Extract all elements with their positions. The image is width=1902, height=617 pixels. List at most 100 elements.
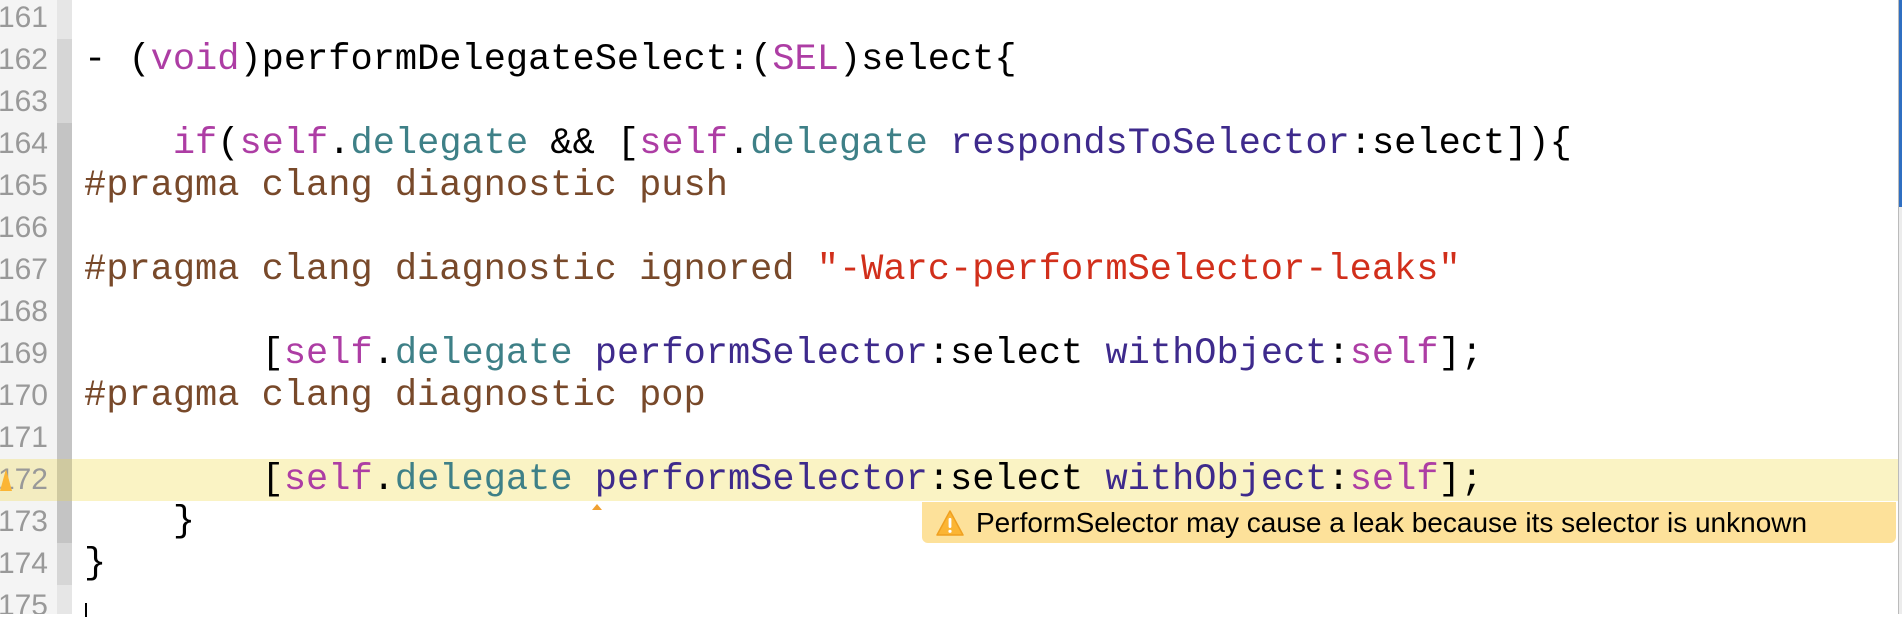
- code-token-plain: }: [84, 501, 196, 543]
- adjacent-panel-edge: [1898, 0, 1902, 614]
- line-gutter[interactable]: 168: [0, 291, 57, 333]
- warning-bubble[interactable]: PerformSelector may cause a leak because…: [922, 502, 1896, 543]
- line-gutter[interactable]: 166: [0, 207, 57, 249]
- code-token-plain: :select: [927, 459, 1106, 501]
- line-number: 169: [0, 337, 48, 370]
- code-line[interactable]: 162 - (void)performDelegateSelect:(SEL)se…: [0, 39, 1898, 81]
- code-token-plain: .: [328, 123, 351, 165]
- code-token-pp: #pragma clang diagnostic push: [84, 165, 728, 207]
- line-number: 164: [0, 127, 48, 160]
- line-code[interactable]: if(self.delegate && [self.delegate respo…: [84, 123, 1572, 165]
- warning-message: PerformSelector may cause a leak because…: [976, 506, 1808, 538]
- code-token-plain: [: [84, 459, 284, 501]
- code-fold-ribbon[interactable]: [57, 165, 72, 207]
- code-token-plain: :: [1327, 333, 1350, 375]
- code-token-prop: delegate: [394, 459, 573, 501]
- line-number: 163: [0, 85, 48, 118]
- line-gutter[interactable]: 172: [0, 459, 57, 501]
- code-fold-ribbon[interactable]: [57, 291, 72, 333]
- code-fold-ribbon[interactable]: [57, 123, 72, 165]
- code-token-self: self: [283, 459, 373, 501]
- line-gutter[interactable]: 171: [0, 417, 57, 459]
- line-gutter[interactable]: 165: [0, 165, 57, 207]
- code-token-meth: withObject: [1105, 459, 1328, 501]
- line-code[interactable]: #pragma clang diagnostic push: [84, 165, 728, 207]
- code-fold-ribbon[interactable]: [57, 501, 72, 543]
- line-gutter[interactable]: 164: [0, 123, 57, 165]
- code-token-kw: SEL: [772, 39, 839, 81]
- line-gutter[interactable]: 163: [0, 81, 57, 123]
- code-line[interactable]: 170 #pragma clang diagnostic pop: [0, 375, 1898, 417]
- line-code[interactable]: [self.delegate performSelector:select wi…: [84, 459, 1483, 501]
- code-fold-ribbon[interactable]: [57, 39, 72, 81]
- line-code[interactable]: [self.delegate performSelector:select wi…: [84, 333, 1483, 375]
- code-line[interactable]: 175: [0, 585, 1898, 614]
- code-line[interactable]: 168: [0, 291, 1898, 333]
- code-fold-ribbon[interactable]: [57, 375, 72, 417]
- line-gutter[interactable]: 169: [0, 333, 57, 375]
- code-token-plain: [573, 459, 595, 501]
- code-token-meth: respondsToSelector: [950, 123, 1350, 165]
- code-line[interactable]: 163: [0, 81, 1898, 123]
- code-line[interactable]: 174}: [0, 543, 1898, 585]
- line-number: 167: [0, 253, 48, 286]
- line-gutter[interactable]: 173: [0, 501, 57, 543]
- code-fold-ribbon[interactable]: [57, 333, 72, 375]
- code-token-plain: )performDelegateSelect:(: [239, 39, 773, 81]
- code-line[interactable]: 164 if(self.delegate && [self.delegate r…: [0, 123, 1898, 165]
- code-token-prop: delegate: [350, 123, 529, 165]
- line-code[interactable]: }: [84, 501, 195, 543]
- line-code[interactable]: - (void)performDelegateSelect:(SEL)selec…: [84, 39, 1017, 81]
- code-line[interactable]: 166: [0, 207, 1898, 249]
- code-token-kw: void: [150, 39, 240, 81]
- code-fold-ribbon[interactable]: [57, 543, 72, 585]
- line-code[interactable]: #pragma clang diagnostic pop: [84, 375, 706, 417]
- warning-gutter-icon[interactable]: [0, 469, 12, 491]
- code-token-plain: (: [217, 123, 240, 165]
- code-fold-ribbon[interactable]: [57, 417, 72, 459]
- line-number: 165: [0, 169, 48, 202]
- line-gutter[interactable]: 175: [0, 585, 57, 614]
- line-number: 175: [0, 589, 48, 614]
- code-line[interactable]: 171: [0, 417, 1898, 459]
- text-cursor: [85, 603, 87, 617]
- code-token-plain: }: [84, 543, 107, 585]
- code-fold-ribbon[interactable]: [57, 459, 72, 501]
- code-token-self: self: [1349, 459, 1439, 501]
- code-fold-ribbon[interactable]: [57, 81, 72, 123]
- line-gutter[interactable]: 170: [0, 375, 57, 417]
- code-fold-ribbon[interactable]: [57, 585, 72, 614]
- line-code[interactable]: #pragma clang diagnostic ignored "-Warc-…: [84, 249, 1461, 291]
- code-line[interactable]: 173 }: [0, 501, 1898, 543]
- line-gutter[interactable]: 174: [0, 543, 57, 585]
- line-number: 170: [0, 379, 48, 412]
- line-code[interactable]: }: [84, 543, 106, 585]
- code-fold-ribbon[interactable]: [57, 207, 72, 249]
- code-fold-ribbon[interactable]: [57, 0, 72, 39]
- code-line[interactable]: 165 #pragma clang diagnostic push: [0, 165, 1898, 207]
- line-number: 174: [0, 547, 48, 580]
- line-gutter[interactable]: 161: [0, 0, 57, 39]
- code-line[interactable]: 167 #pragma clang diagnostic ignored "-Wa…: [0, 249, 1898, 291]
- code-token-plain: :select: [927, 333, 1106, 375]
- line-number: 161: [0, 1, 48, 34]
- code-line[interactable]: 169 [self.delegate performSelector:selec…: [0, 333, 1898, 375]
- line-gutter[interactable]: 167: [0, 249, 57, 291]
- code-token-plain: [573, 333, 595, 375]
- code-token-self: self: [239, 123, 329, 165]
- line-number: 171: [0, 421, 48, 454]
- line-gutter[interactable]: 162: [0, 39, 57, 81]
- code-token-self: self: [639, 123, 729, 165]
- code-token-prop: delegate: [750, 123, 928, 165]
- code-fold-ribbon[interactable]: [57, 249, 72, 291]
- code-token-plain: ];: [1438, 333, 1483, 375]
- code-line[interactable]: 172 [self.delegate performSelector:selec…: [0, 459, 1898, 501]
- line-number: 162: [0, 43, 48, 76]
- code-token-plain: ];: [1438, 459, 1483, 501]
- code-line[interactable]: 161: [0, 0, 1898, 39]
- code-token-plain: :: [1327, 459, 1350, 501]
- code-token-plain: [928, 123, 950, 165]
- code-token-plain: && [: [528, 123, 640, 165]
- code-token-plain: - (: [84, 39, 151, 81]
